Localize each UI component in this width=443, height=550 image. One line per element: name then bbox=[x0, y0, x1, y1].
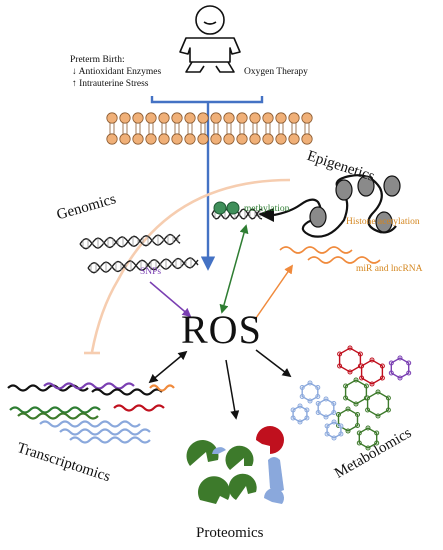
baby-icon bbox=[179, 5, 241, 73]
protein-shapes bbox=[186, 426, 284, 504]
stress-signal-arrow bbox=[150, 96, 264, 271]
histone-acetylation-label: Histone acetylation bbox=[346, 217, 420, 227]
ros-label: ROS bbox=[181, 307, 262, 352]
transcript-strands bbox=[7, 382, 175, 444]
inhibition-arc bbox=[90, 178, 291, 353]
antioxidant-enzymes-line: ↓ Antioxidant Enzymes bbox=[72, 66, 161, 78]
dna-helix-lower bbox=[87, 257, 199, 274]
methylation-label: methylation bbox=[244, 204, 290, 214]
oxygen-therapy-label: Oxygen Therapy bbox=[244, 67, 308, 77]
arrow-up-icon: ↑ bbox=[72, 79, 77, 89]
preterm-birth-title: Preterm Birth: bbox=[70, 55, 125, 65]
ros-transcriptomics-arrow bbox=[148, 350, 188, 384]
snps-arrow bbox=[149, 281, 192, 318]
arrow-down-icon: ↓ bbox=[72, 67, 77, 77]
antioxidant-enzymes-label: Antioxidant Enzymes bbox=[78, 67, 162, 77]
ros-to-mirna-arrow bbox=[255, 264, 294, 319]
intrauterine-stress-label: Intrauterine Stress bbox=[79, 79, 149, 89]
dna-helix-upper bbox=[79, 233, 181, 250]
ros-proteomics-arrow bbox=[225, 359, 240, 420]
chromatin-histones bbox=[273, 174, 401, 238]
mir-lncrna-strands bbox=[279, 246, 381, 264]
proteomics-label: Proteomics bbox=[196, 525, 264, 541]
intrauterine-stress-line: ↑ Intrauterine Stress bbox=[72, 78, 149, 90]
cell-membrane bbox=[106, 112, 313, 145]
snps-label: SNPs bbox=[140, 267, 162, 277]
methylated-dna bbox=[211, 201, 274, 222]
mir-lncrna-label: miR and lncRNA bbox=[356, 264, 423, 274]
ros-metabolomics-arrow bbox=[255, 349, 292, 378]
metabolite-networks bbox=[290, 345, 412, 451]
ros-methylation-arrow bbox=[219, 224, 249, 314]
